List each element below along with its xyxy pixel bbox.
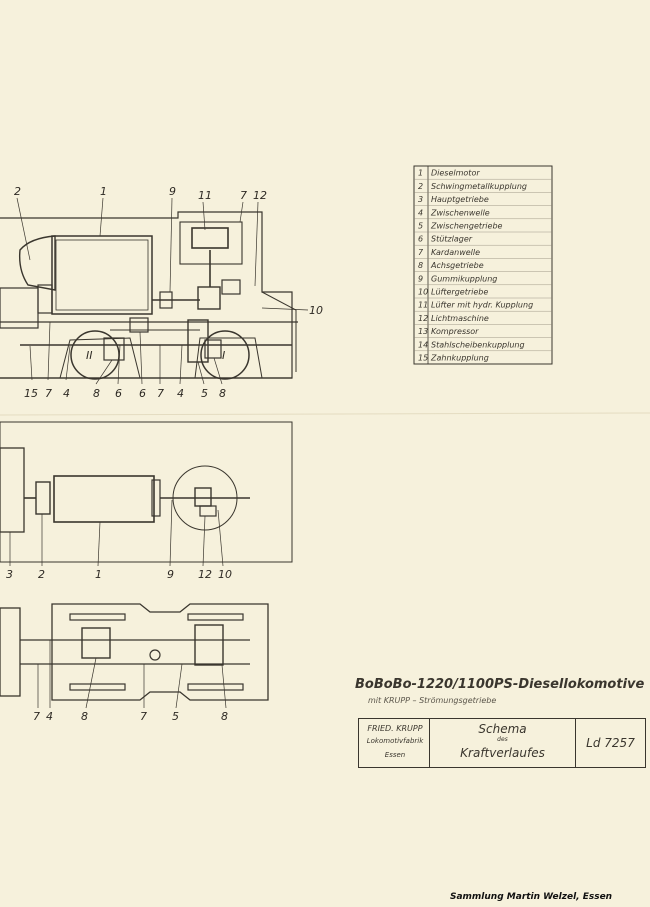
drawing-number: Ld 7257 bbox=[586, 736, 635, 750]
side-label-6: 6 bbox=[115, 387, 122, 400]
kraft-text: Kraftverlaufes bbox=[460, 746, 545, 760]
legend-table: 1 Dieselmotor 2 Schwingmetallkupplung 3 Haupt… bbox=[413, 165, 553, 365]
side-label-11: 11 bbox=[198, 189, 212, 202]
bogie-label-8b: 8 bbox=[221, 710, 228, 723]
side-label-10: 10 bbox=[309, 304, 323, 317]
plan-label-9: 9 bbox=[167, 568, 174, 581]
side-view-drawing bbox=[0, 197, 309, 385]
legend-text: Zahnkupplung bbox=[430, 354, 489, 363]
plan-label-3: 3 bbox=[6, 568, 13, 581]
bogie-label-4: 4 bbox=[46, 710, 53, 723]
legend-text: Zwischengetriebe bbox=[430, 222, 503, 231]
legend-number: 13 bbox=[418, 327, 428, 336]
side-label-12: 12 bbox=[253, 189, 267, 202]
legend-number: 9 bbox=[418, 274, 423, 283]
legend-text: Lüftergetriebe bbox=[431, 288, 488, 297]
plan-label-1: 1 bbox=[95, 568, 102, 581]
side-label-8: 8 bbox=[93, 387, 100, 400]
paper-crease bbox=[0, 412, 650, 416]
side-label-5: 5 bbox=[201, 387, 208, 400]
side-label-7: 7 bbox=[240, 189, 247, 202]
maker-line-1: FRIED. KRUPP bbox=[367, 724, 423, 733]
legend-number: 14 bbox=[418, 340, 428, 349]
legend-text: Achsgetriebe bbox=[430, 261, 484, 270]
title-block-number: Ld 7257 bbox=[576, 719, 645, 767]
legend-number: 11 bbox=[418, 301, 428, 310]
legend-text: Lichtmaschine bbox=[431, 314, 489, 323]
legend-number: 10 bbox=[418, 288, 428, 297]
legend-number: 8 bbox=[418, 261, 423, 270]
maker-line-3: Essen bbox=[384, 751, 406, 759]
legend-number: 6 bbox=[418, 235, 423, 244]
legend-text: Zwischenwelle bbox=[430, 208, 490, 217]
legend-number: 15 bbox=[418, 354, 428, 363]
legend-text: Kompressor bbox=[431, 327, 479, 336]
drawing-title: BoBoBo-1220/1100PS-Diesellokomotive bbox=[355, 677, 645, 692]
schema-text: Schema bbox=[478, 722, 527, 736]
side-label-1: 1 bbox=[100, 185, 107, 198]
axle-label-II: II bbox=[86, 349, 93, 362]
legend-number: 3 bbox=[418, 195, 423, 204]
collection-credit: Sammlung Martin Welzel, Essen bbox=[450, 892, 613, 902]
side-label-8b: 8 bbox=[219, 387, 226, 400]
title-block-schema: Schema des Kraftverlaufes bbox=[430, 719, 576, 767]
drawing-subtitle: mit KRUPP – Strömungsgetriebe bbox=[368, 696, 497, 705]
side-label-15: 15 bbox=[24, 387, 38, 400]
legend-number: 7 bbox=[418, 248, 424, 257]
legend-number: 5 bbox=[418, 222, 423, 231]
plan-label-2: 2 bbox=[38, 568, 45, 581]
legend-number: 1 bbox=[418, 169, 423, 178]
des-text: des bbox=[497, 736, 508, 743]
maker-line-2: Lokomotivfabrik bbox=[366, 737, 424, 745]
side-label-4: 4 bbox=[63, 387, 70, 400]
legend-text: Lüfter mit hydr. Kupplung bbox=[431, 301, 533, 310]
bogie-label-7b: 7 bbox=[140, 710, 147, 723]
side-label-7b: 7 bbox=[45, 387, 52, 400]
legend-number: 12 bbox=[418, 314, 428, 323]
legend-text: Gummikupplung bbox=[431, 274, 497, 283]
plan-label-10: 10 bbox=[218, 568, 232, 581]
legend-text: Schwingmetallkupplung bbox=[431, 182, 527, 191]
legend-text: Stahlscheibenkupplung bbox=[431, 340, 525, 349]
side-label-7c: 7 bbox=[157, 387, 164, 400]
plan-label-12: 12 bbox=[198, 568, 212, 581]
legend-text: Stützlager bbox=[431, 235, 473, 244]
side-label-4b: 4 bbox=[177, 387, 184, 400]
bogie-label-7: 7 bbox=[33, 710, 40, 723]
side-label-2: 2 bbox=[14, 185, 21, 198]
side-label-9: 9 bbox=[169, 185, 176, 198]
legend-text: Hauptgetriebe bbox=[431, 195, 489, 204]
legend-number: 4 bbox=[418, 208, 423, 217]
legend-number: 2 bbox=[418, 182, 423, 191]
plan-view-drawing bbox=[0, 421, 293, 567]
bogie-view-drawing bbox=[0, 603, 269, 709]
side-label-6b: 6 bbox=[139, 387, 146, 400]
legend-text: Dieselmotor bbox=[431, 169, 480, 178]
legend-text: Kardanwelle bbox=[431, 248, 480, 257]
axle-label-I: I bbox=[222, 349, 225, 362]
bogie-label-5: 5 bbox=[172, 710, 179, 723]
bogie-label-8: 8 bbox=[81, 710, 88, 723]
title-block: FRIED. KRUPP Lokomotivfabrik Essen Schem… bbox=[358, 718, 646, 768]
title-block-maker: FRIED. KRUPP Lokomotivfabrik Essen bbox=[359, 719, 430, 767]
